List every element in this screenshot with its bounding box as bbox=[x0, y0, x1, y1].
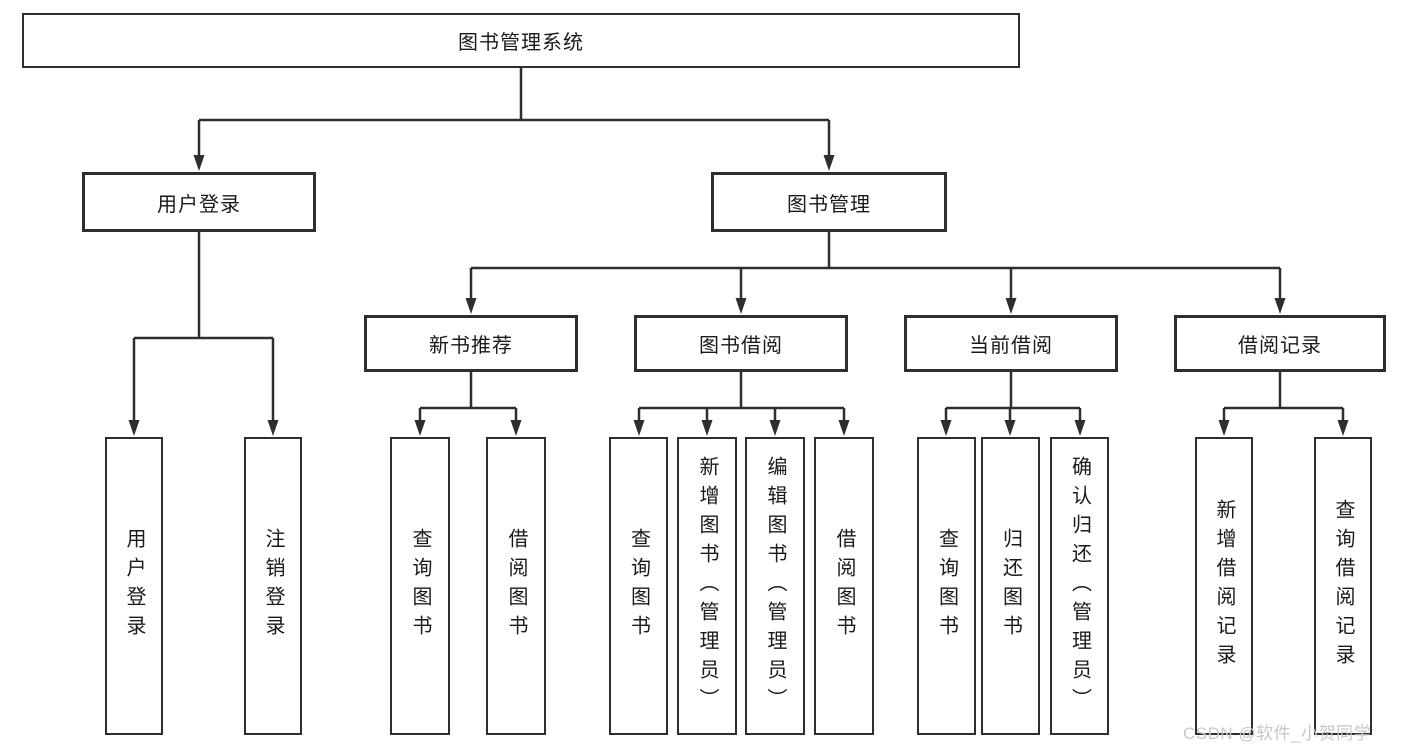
arrow-down-icon bbox=[633, 420, 645, 436]
leaf-borrow-books-1: 借阅图书 bbox=[486, 437, 546, 735]
arrow-down-icon bbox=[1074, 420, 1086, 436]
leaf-add-books-admin-label: 新增图书（管理员） bbox=[696, 455, 718, 717]
leaf-edit-books-admin-label: 编辑图书（管理员） bbox=[764, 455, 786, 717]
arrow-down-icon bbox=[823, 155, 835, 171]
leaf-query-books-3-label: 查询图书 bbox=[935, 528, 958, 644]
node-root: 图书管理系统 bbox=[22, 13, 1020, 68]
arrow-down-icon bbox=[465, 298, 477, 314]
connector-borrowing-records bbox=[1218, 372, 1349, 436]
leaf-borrow-books-1-label: 借阅图书 bbox=[505, 528, 527, 644]
node-book-borrowing: 图书借阅 bbox=[634, 315, 848, 372]
leaf-query-books-3: 查询图书 bbox=[917, 437, 976, 735]
arrow-down-icon bbox=[193, 155, 205, 171]
connector-current-borrowing bbox=[940, 372, 1086, 436]
connector-user-login bbox=[128, 232, 279, 436]
connector-book-borrowing bbox=[633, 372, 850, 436]
node-current-borrowing: 当前借阅 bbox=[904, 315, 1118, 372]
node-user-login-label: 用户登录 bbox=[157, 193, 241, 216]
arrow-down-icon bbox=[838, 420, 850, 436]
arrow-down-icon bbox=[769, 420, 781, 436]
arrow-down-icon bbox=[1218, 420, 1230, 436]
leaf-query-borrow-record: 查询借阅记录 bbox=[1314, 437, 1372, 735]
leaf-query-books-1: 查询图书 bbox=[390, 437, 450, 735]
node-current-borrowing-label: 当前借阅 bbox=[969, 335, 1053, 357]
leaf-user-login: 用户登录 bbox=[105, 437, 163, 735]
leaf-query-books-2: 查询图书 bbox=[609, 437, 668, 735]
leaf-logout: 注销登录 bbox=[244, 437, 302, 735]
node-new-book-recommend: 新书推荐 bbox=[364, 315, 578, 372]
leaf-query-books-2-label: 查询图书 bbox=[627, 528, 650, 644]
leaf-confirm-return-admin-label: 确认归还（管理员） bbox=[1068, 455, 1091, 717]
node-borrowing-records: 借阅记录 bbox=[1174, 315, 1386, 372]
arrow-down-icon bbox=[701, 420, 713, 436]
arrow-down-icon bbox=[128, 420, 140, 436]
leaf-query-borrow-record-label: 查询借阅记录 bbox=[1332, 499, 1354, 673]
connector-new-book-recommend bbox=[414, 372, 522, 436]
arrow-down-icon bbox=[1274, 298, 1286, 314]
node-user-login: 用户登录 bbox=[82, 172, 316, 232]
node-book-management: 图书管理 bbox=[711, 172, 947, 232]
leaf-logout-label: 注销登录 bbox=[262, 528, 284, 644]
arrow-down-icon bbox=[1337, 420, 1349, 436]
leaf-user-login-label: 用户登录 bbox=[123, 528, 145, 644]
node-new-book-recommend-label: 新书推荐 bbox=[429, 335, 513, 357]
arrow-down-icon bbox=[940, 420, 952, 436]
arrow-down-icon bbox=[267, 420, 279, 436]
leaf-return-books: 归还图书 bbox=[981, 437, 1040, 735]
arrow-down-icon bbox=[510, 420, 522, 436]
leaf-add-borrow-record-label: 新增借阅记录 bbox=[1213, 499, 1235, 673]
node-book-management-label: 图书管理 bbox=[787, 193, 871, 216]
leaf-add-books-admin: 新增图书（管理员） bbox=[677, 437, 737, 735]
watermark: CSDN @软件_小贺同学 bbox=[1183, 724, 1372, 743]
leaf-add-borrow-record: 新增借阅记录 bbox=[1195, 437, 1253, 735]
leaf-confirm-return-admin: 确认归还（管理员） bbox=[1050, 437, 1109, 735]
leaf-borrow-books-2-label: 借阅图书 bbox=[833, 528, 855, 644]
node-borrowing-records-label: 借阅记录 bbox=[1238, 335, 1322, 357]
node-root-label: 图书管理系统 bbox=[458, 32, 584, 54]
leaf-return-books-label: 归还图书 bbox=[999, 528, 1022, 644]
arrow-down-icon bbox=[735, 298, 747, 314]
leaf-borrow-books-2: 借阅图书 bbox=[814, 437, 874, 735]
connector-root bbox=[193, 68, 835, 171]
connector-book-management bbox=[465, 232, 1286, 314]
arrow-down-icon bbox=[414, 420, 426, 436]
node-book-borrowing-label: 图书借阅 bbox=[699, 335, 783, 357]
arrow-down-icon bbox=[1005, 298, 1017, 314]
leaf-query-books-1-label: 查询图书 bbox=[409, 528, 431, 644]
leaf-edit-books-admin: 编辑图书（管理员） bbox=[745, 437, 805, 735]
arrow-down-icon bbox=[1004, 420, 1016, 436]
